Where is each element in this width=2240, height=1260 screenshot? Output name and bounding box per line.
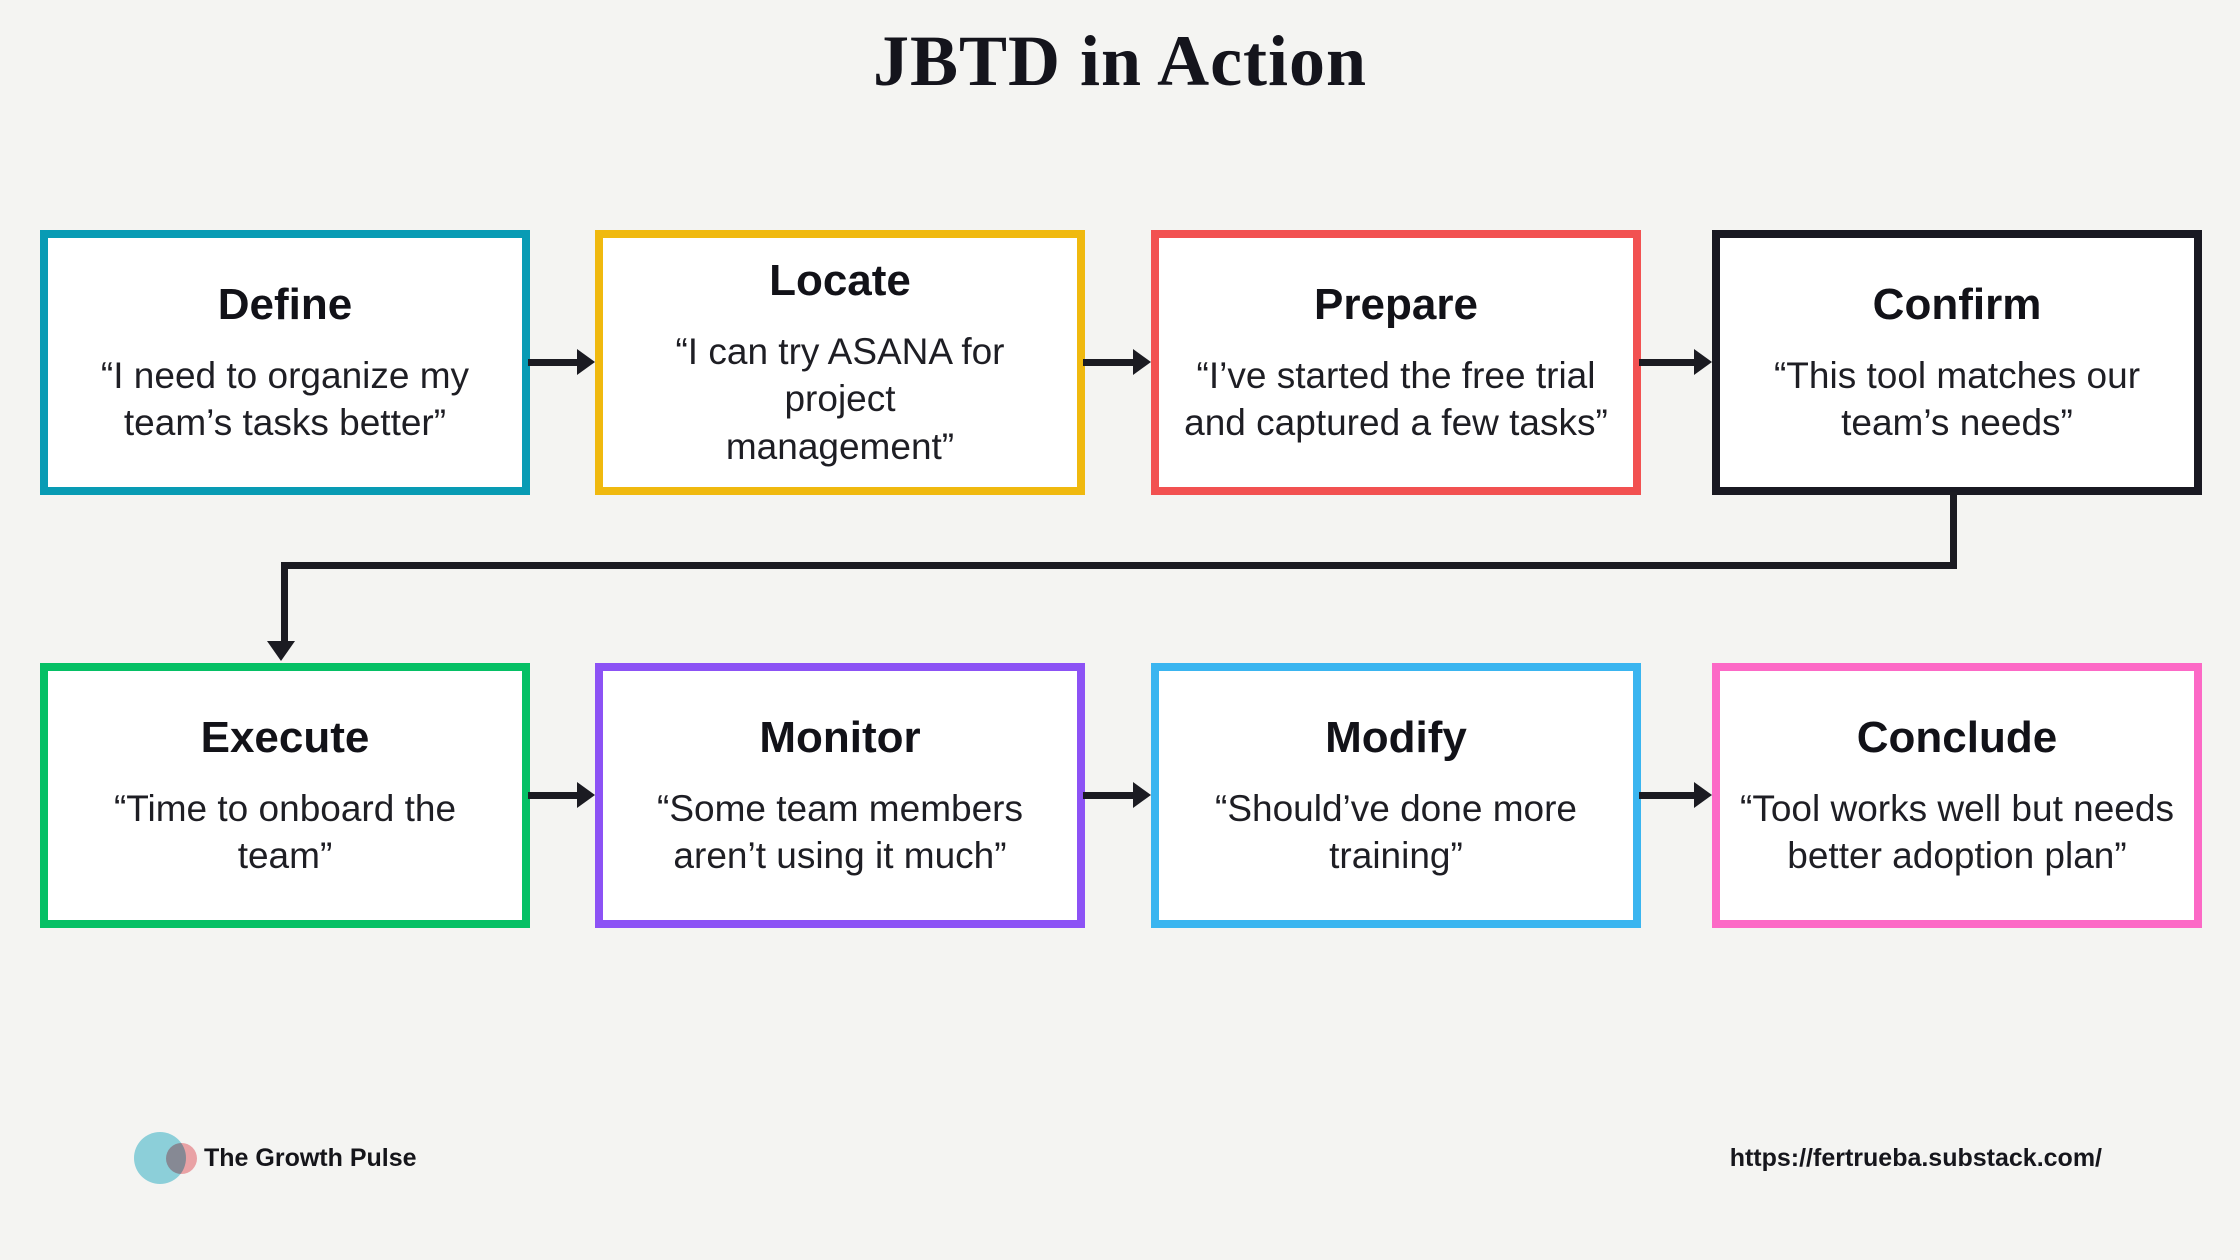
growth-pulse-logo xyxy=(134,1132,234,1187)
connector-confirm-down-segment xyxy=(1950,492,1957,569)
arrowhead-right-icon xyxy=(1133,349,1151,375)
step-quote-modify: “Should’ve done more training” xyxy=(1215,787,1577,876)
arrow-shaft xyxy=(1639,792,1697,799)
arrowhead-down-icon xyxy=(267,641,295,661)
arrow-shaft xyxy=(1083,792,1136,799)
connector-execute-down-segment xyxy=(281,565,288,643)
step-box-conclude: Conclude “Tool works well but needs bett… xyxy=(1712,663,2202,928)
step-title-define: Define xyxy=(217,279,353,329)
step-title-locate: Locate xyxy=(769,256,911,306)
step-box-execute: Execute “Time to onboard the team” xyxy=(40,663,530,928)
step-quote-monitor: “Some team members aren’t using it much” xyxy=(657,787,1023,876)
step-box-define: Define “I need to organize my team’s tas… xyxy=(40,230,530,495)
step-box-confirm: Confirm “This tool matches our team’s ne… xyxy=(1712,230,2202,495)
arrow-modify-to-conclude xyxy=(1639,782,1712,808)
step-title-conclude: Conclude xyxy=(1856,712,2058,762)
brand-name: The Growth Pulse xyxy=(204,1144,417,1172)
arrow-shaft xyxy=(528,792,580,799)
arrow-monitor-to-modify xyxy=(1083,782,1151,808)
step-title-confirm: Confirm xyxy=(1872,279,2042,329)
connector-horizontal-segment xyxy=(281,562,1957,569)
arrowhead-right-icon xyxy=(1133,782,1151,808)
arrowhead-right-icon xyxy=(1694,782,1712,808)
step-box-modify: Modify “Should’ve done more training” xyxy=(1151,663,1641,928)
arrow-define-to-locate xyxy=(528,349,595,375)
step-quote-confirm: “This tool matches our team’s needs” xyxy=(1773,354,2141,443)
arrowhead-right-icon xyxy=(577,349,595,375)
step-title-modify: Modify xyxy=(1325,712,1467,762)
arrow-locate-to-prepare xyxy=(1083,349,1151,375)
step-quote-locate: “I can try ASANA for project management” xyxy=(675,330,1005,467)
step-title-execute: Execute xyxy=(200,712,370,762)
arrow-execute-to-monitor xyxy=(528,782,595,808)
arrow-shaft xyxy=(1639,359,1697,366)
step-box-prepare: Prepare “I’ve started the free trial and… xyxy=(1151,230,1641,495)
arrow-shaft xyxy=(1083,359,1136,366)
substack-url: https://fertrueba.substack.com/ xyxy=(1729,1144,2102,1172)
arrowhead-right-icon xyxy=(1694,349,1712,375)
arrowhead-right-icon xyxy=(577,782,595,808)
arrow-prepare-to-confirm xyxy=(1639,349,1712,375)
step-quote-conclude: “Tool works well but needs better adopti… xyxy=(1740,787,2174,876)
step-box-locate: Locate “I can try ASANA for project mana… xyxy=(595,230,1085,495)
step-title-monitor: Monitor xyxy=(759,712,921,762)
page-title: JBTD in Action xyxy=(872,21,1368,101)
step-box-monitor: Monitor “Some team members aren’t using … xyxy=(595,663,1085,928)
step-title-prepare: Prepare xyxy=(1314,279,1478,329)
logo-pink-circle-icon xyxy=(166,1143,197,1174)
arrow-shaft xyxy=(528,359,580,366)
step-quote-prepare: “I’ve started the free trial and capture… xyxy=(1184,354,1608,443)
step-quote-define: “I need to organize my team’s tasks bett… xyxy=(100,354,470,443)
step-quote-execute: “Time to onboard the team” xyxy=(113,787,457,876)
